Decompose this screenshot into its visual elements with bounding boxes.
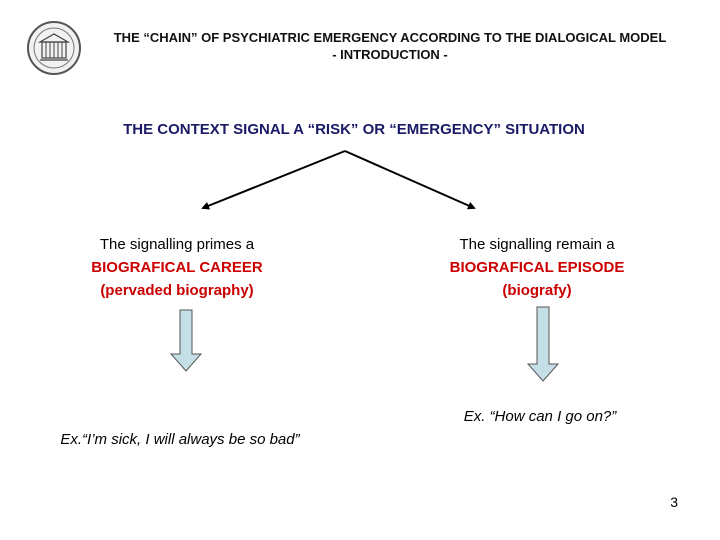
left-branch: The signalling primes a BIOGRAFICAL CARE… [52, 233, 302, 302]
right-branch-key-term: BIOGRAFICAL EPISODE [449, 259, 625, 276]
right-branch: The signalling remain a BIOGRAFICAL EPIS… [412, 233, 662, 302]
right-down-arrow [526, 306, 560, 382]
context-title: THE CONTEXT SIGNAL A “RISK” OR “EMERGENC… [123, 121, 585, 138]
left-down-arrow [169, 309, 203, 372]
right-branch-note: (biografy) [502, 282, 572, 299]
header-title: THE “CHAIN” OF PSYCHIATRIC EMERGENCY ACC… [113, 30, 667, 45]
right-branch-arrow [344, 150, 476, 210]
header-subtitle: - INTRODUCTION - [332, 47, 448, 62]
left-branch-note: (pervaded biography) [100, 282, 254, 299]
right-example: Ex. “How can I go on?” [463, 408, 617, 425]
page-number: 3 [670, 494, 678, 510]
right-branch-lead: The signalling remain a [459, 236, 615, 253]
university-seal-icon [26, 20, 82, 76]
slide-header: THE “CHAIN” OF PSYCHIATRIC EMERGENCY ACC… [80, 29, 700, 63]
left-branch-lead: The signalling primes a [99, 236, 255, 253]
left-branch-arrow [201, 150, 346, 210]
left-example: Ex.“I’m sick, I will always be so bad” [60, 431, 300, 448]
left-branch-key-term: BIOGRAFICAL CAREER [91, 259, 263, 276]
